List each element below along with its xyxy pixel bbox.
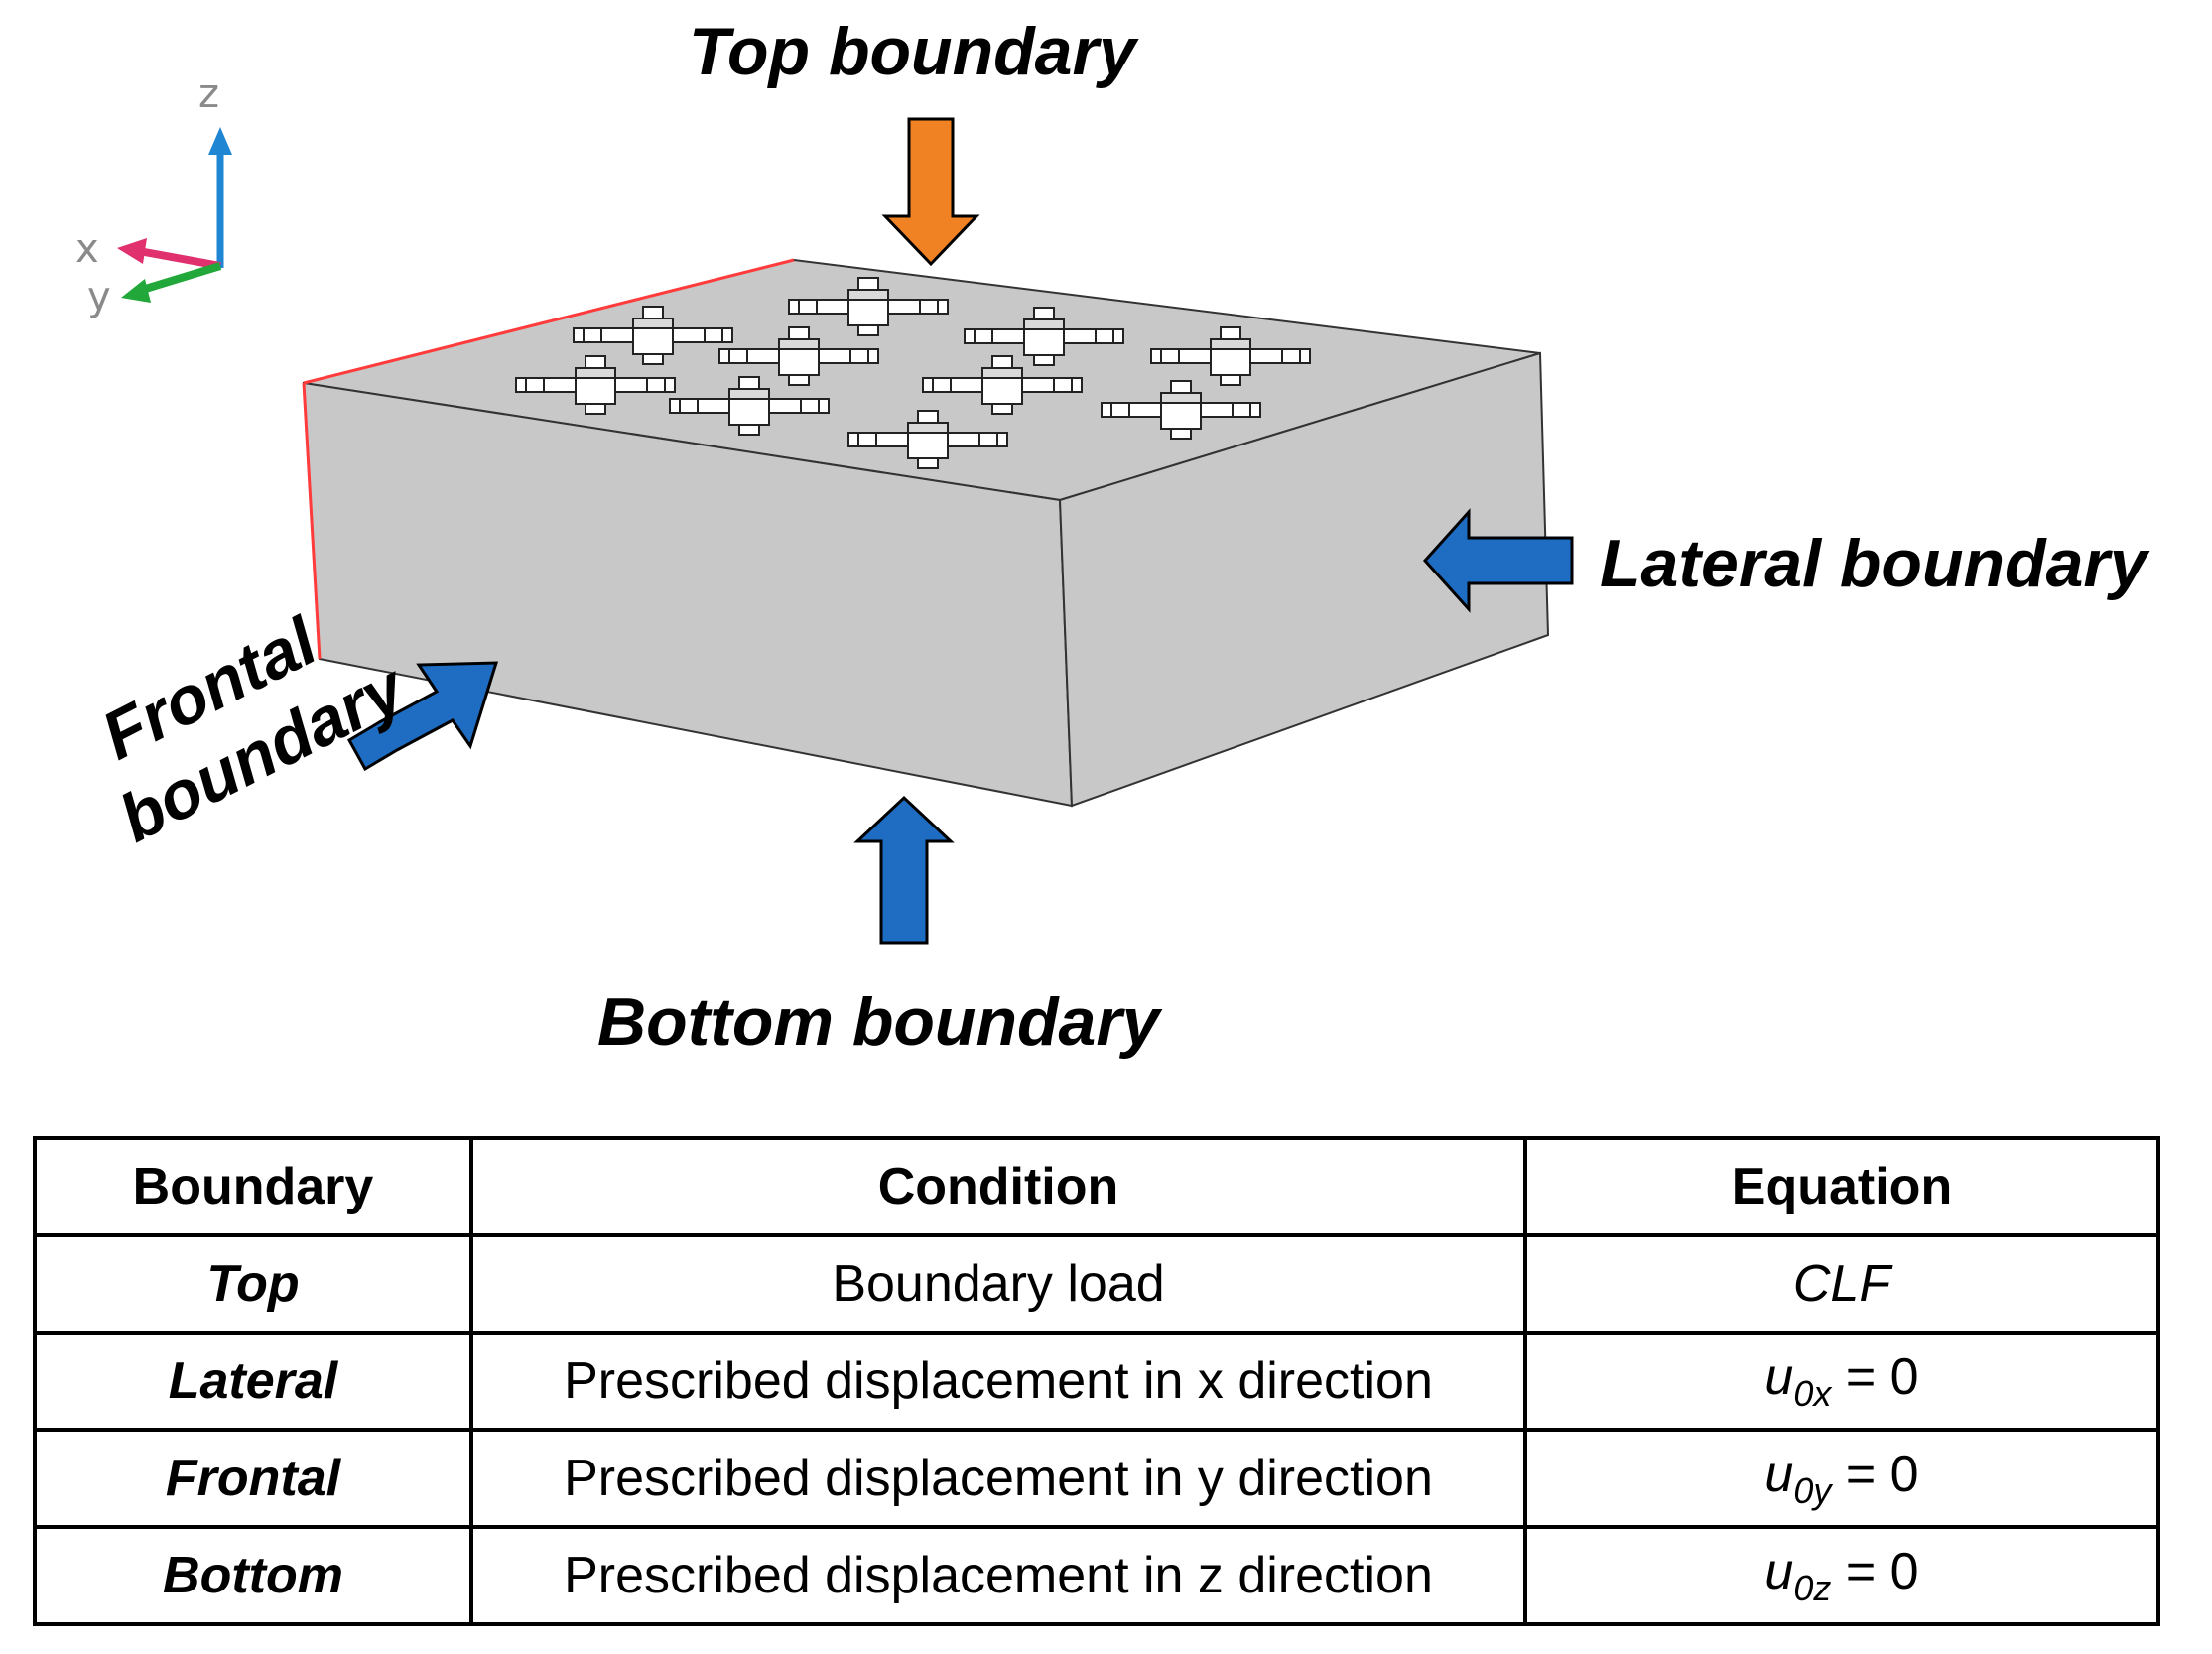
equation-subscript: 0x [1793, 1373, 1832, 1414]
z-axis-arrowhead [208, 127, 232, 155]
row-condition: Prescribed displacement in y direction [469, 1428, 1527, 1529]
z-axis-label: z [198, 71, 219, 117]
x-axis-arrowhead [117, 238, 147, 264]
axis-triad: z x y [75, 71, 232, 319]
table-row: Top Boundary load CLF [33, 1233, 2160, 1335]
block-side-face [1058, 351, 1550, 808]
top-boundary-label: Top boundary [689, 14, 1136, 89]
row-condition: Prescribed displacement in x direction [469, 1331, 1527, 1432]
header-equation: Equation [1523, 1136, 2160, 1237]
row-equation: u0z = 0 [1523, 1525, 2160, 1626]
frontal-boundary-arrow [346, 661, 499, 772]
equation-variable: u [1764, 1348, 1794, 1406]
bottom-boundary-label: Bottom boundary [597, 984, 1160, 1060]
row-boundary: Bottom [33, 1525, 473, 1626]
y-axis-arrowhead [121, 279, 151, 303]
table-row: Lateral Prescribed displacement in x dir… [33, 1331, 2160, 1432]
row-equation: u0x = 0 [1523, 1331, 2160, 1432]
top-boundary-arrow [881, 117, 980, 267]
x-axis-line [138, 247, 221, 270]
equation-variable: u [1764, 1446, 1794, 1503]
highlight-edge-vertical [302, 382, 322, 660]
equation-subscript: 0y [1793, 1470, 1832, 1511]
y-axis-line [137, 262, 222, 295]
table-row: Bottom Prescribed displacement in z dire… [33, 1525, 2160, 1626]
highlight-edge-top [303, 258, 795, 385]
row-condition: Prescribed displacement in z direction [469, 1525, 1527, 1626]
boundary-conditions-table: Boundary Condition Equation Top Boundary… [33, 1136, 2160, 1626]
row-equation: CLF [1523, 1233, 2160, 1335]
block [302, 258, 1550, 808]
row-boundary: Lateral [33, 1331, 473, 1432]
row-condition: Boundary load [469, 1233, 1527, 1335]
equation-value: = 0 [1831, 1446, 1919, 1503]
row-boundary: Top [33, 1233, 473, 1335]
row-boundary: Frontal [33, 1428, 473, 1529]
boundary-diagram: z x y [75, 71, 1574, 945]
bottom-boundary-arrow [853, 795, 955, 945]
header-condition: Condition [469, 1136, 1527, 1237]
equation-variable: u [1764, 1543, 1794, 1600]
row-equation: u0y = 0 [1523, 1428, 2160, 1529]
lateral-boundary-label: Lateral boundary [1600, 526, 2147, 601]
equation-value: = 0 [1831, 1543, 1919, 1600]
equation-subscript: 0z [1793, 1568, 1832, 1608]
y-axis-label: y [87, 274, 111, 319]
table-header-row: Boundary Condition Equation [33, 1136, 2160, 1237]
x-axis-label: x [75, 226, 99, 272]
header-boundary: Boundary [33, 1136, 473, 1237]
equation-value: = 0 [1831, 1348, 1919, 1406]
lateral-boundary-arrow [1422, 508, 1574, 613]
table-row: Frontal Prescribed displacement in y dir… [33, 1428, 2160, 1529]
